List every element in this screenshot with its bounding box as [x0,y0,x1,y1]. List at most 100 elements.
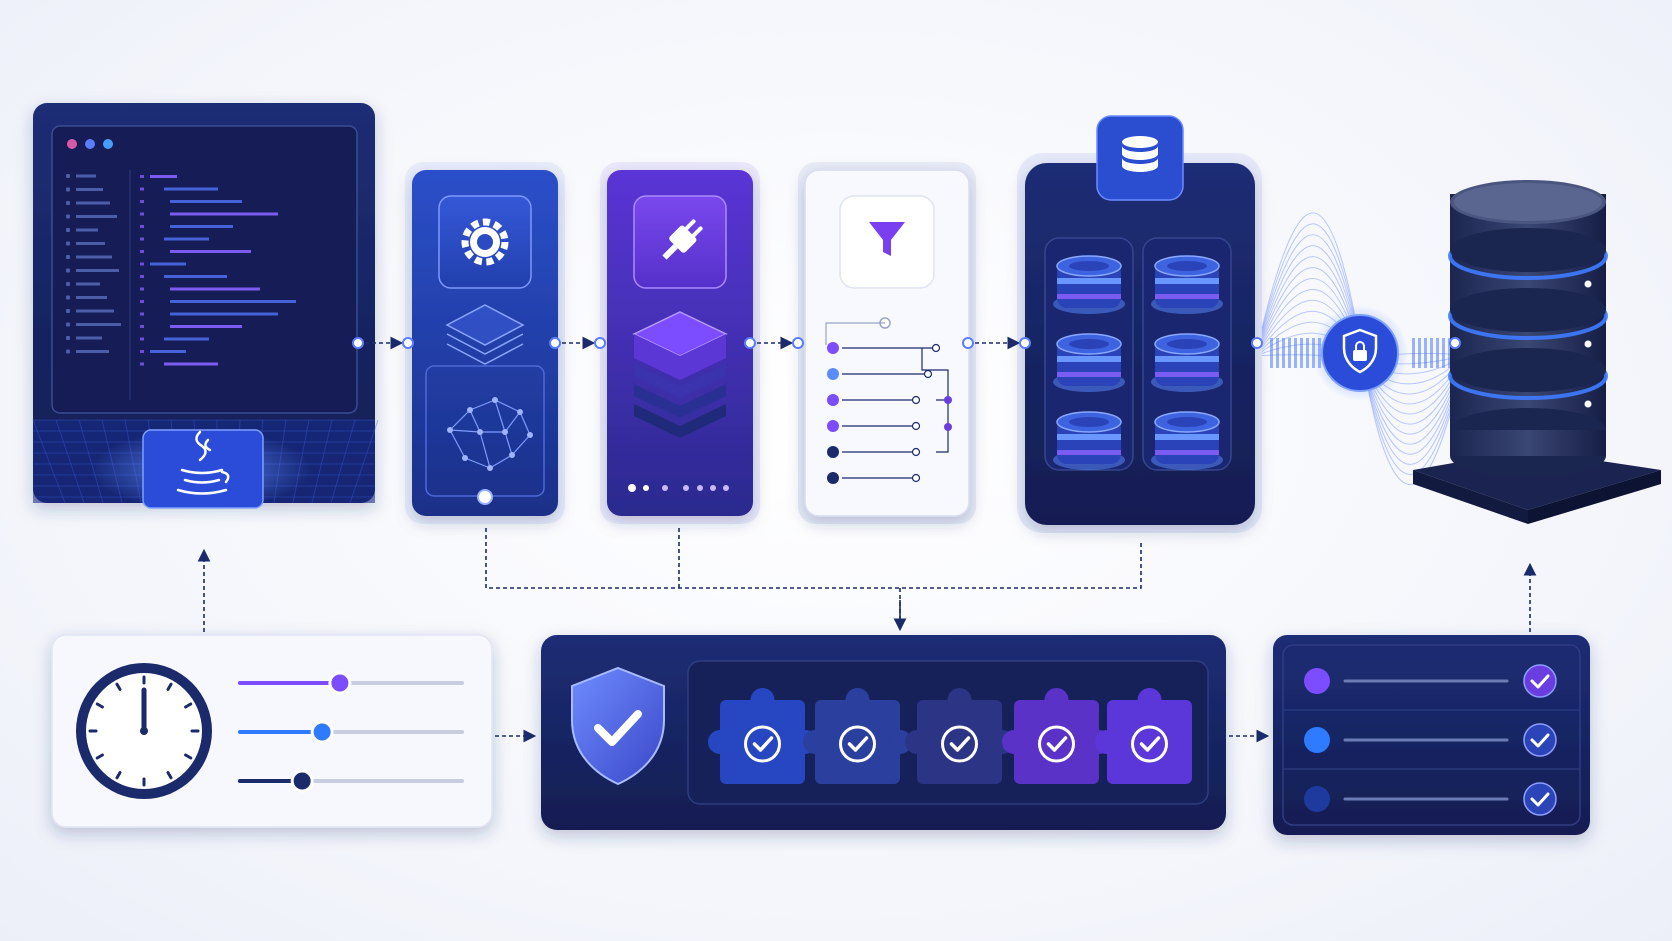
config-card [405,162,565,524]
validation-panel [541,635,1226,830]
slider-handle [290,769,314,793]
tree-leaf [911,447,921,457]
database-server-icon [1448,180,1608,478]
checklist-icon [1283,664,1580,816]
signal-bar [1442,338,1445,368]
db-led [1584,340,1592,348]
page-dot [662,485,668,491]
check-circle-icon [1523,782,1557,816]
line-number [140,262,144,266]
code-line [164,275,227,278]
network-graph-icon [447,397,533,471]
tree-bullet [66,228,70,232]
tree-bullet [66,295,70,300]
graph-edge [449,429,466,459]
tree-leaf [923,369,933,379]
clock-tick [184,702,193,709]
check-circle-icon [839,725,876,763]
disk-hub [1069,339,1109,349]
code-line [164,187,218,191]
tree-bullet [66,322,70,327]
signal-bar [1306,338,1309,368]
page-dot [697,485,703,491]
signal-bar [1412,338,1415,368]
tree-line [76,296,107,299]
disk-band [1057,450,1121,455]
line-number [140,350,144,353]
code-line [164,237,209,241]
grid-line [32,419,66,504]
tree-line [76,242,105,245]
disk-band [1155,372,1219,377]
puzzle-piece [708,688,817,784]
check-circle-icon [941,725,978,763]
check-circle-icon [1131,725,1168,763]
port-dot [1251,337,1263,349]
filter-tree [825,317,952,484]
tree-leaf [931,343,941,353]
filter-card [798,162,976,524]
grid-line [349,419,379,504]
grid-line [78,419,104,504]
page-dot [683,485,689,491]
connectors [197,336,1537,743]
tree-bullet [827,420,839,432]
signal-bar [1276,338,1279,368]
puzzle-body [1014,700,1099,784]
tree-bullet [66,187,70,192]
plug-icon [662,219,703,260]
code-line [170,250,251,253]
security-node [1312,305,1408,401]
graph-edge [494,399,521,413]
disk-band [1155,450,1219,455]
line-number [140,312,144,316]
tree-node [944,396,952,404]
line-number [140,225,144,228]
disk-band [1057,434,1121,440]
tree-bullet [66,174,70,178]
graph-node [502,429,508,435]
bullet-icon [1304,727,1330,753]
plugin-card [600,162,760,524]
database-server [1413,180,1661,524]
slider-handle [328,671,352,695]
graph-edge [504,431,513,456]
page-dot [643,485,649,491]
tree-bullet [66,201,70,205]
db-segment-base [1450,288,1606,332]
puzzle-piece [803,688,912,784]
disk-band [1057,294,1121,299]
graph-node [467,407,473,413]
graph-node [447,427,453,433]
tree-line [76,228,98,232]
check-icon [1530,674,1550,689]
graph-node [462,455,468,461]
lock-shield-icon [1342,328,1378,374]
check-icon [1530,792,1550,807]
disk-band [1155,294,1219,299]
puzzle-knob [750,688,775,712]
graph-edge [449,429,481,433]
bullet-icon [1304,668,1330,694]
disk-hub [1167,261,1207,271]
puzzle-knob [1044,688,1069,712]
tree-bullet [827,446,839,458]
tree-line [76,309,114,313]
code-line [170,300,296,303]
port-dot [792,337,804,349]
code-line [170,325,242,328]
disk-band [1057,356,1121,362]
puzzle-knob [1095,730,1119,754]
graph-edge [519,411,531,436]
line-number [140,250,144,253]
clock-tick [115,771,122,780]
tree-line [76,282,100,286]
disk-hub [1167,417,1207,427]
clock-tick [95,753,104,760]
db-top-face [1454,183,1602,221]
tree-bullet [66,214,70,219]
puzzle-knob [845,688,870,712]
tree-bullet [66,349,70,354]
tree-line [76,350,109,353]
